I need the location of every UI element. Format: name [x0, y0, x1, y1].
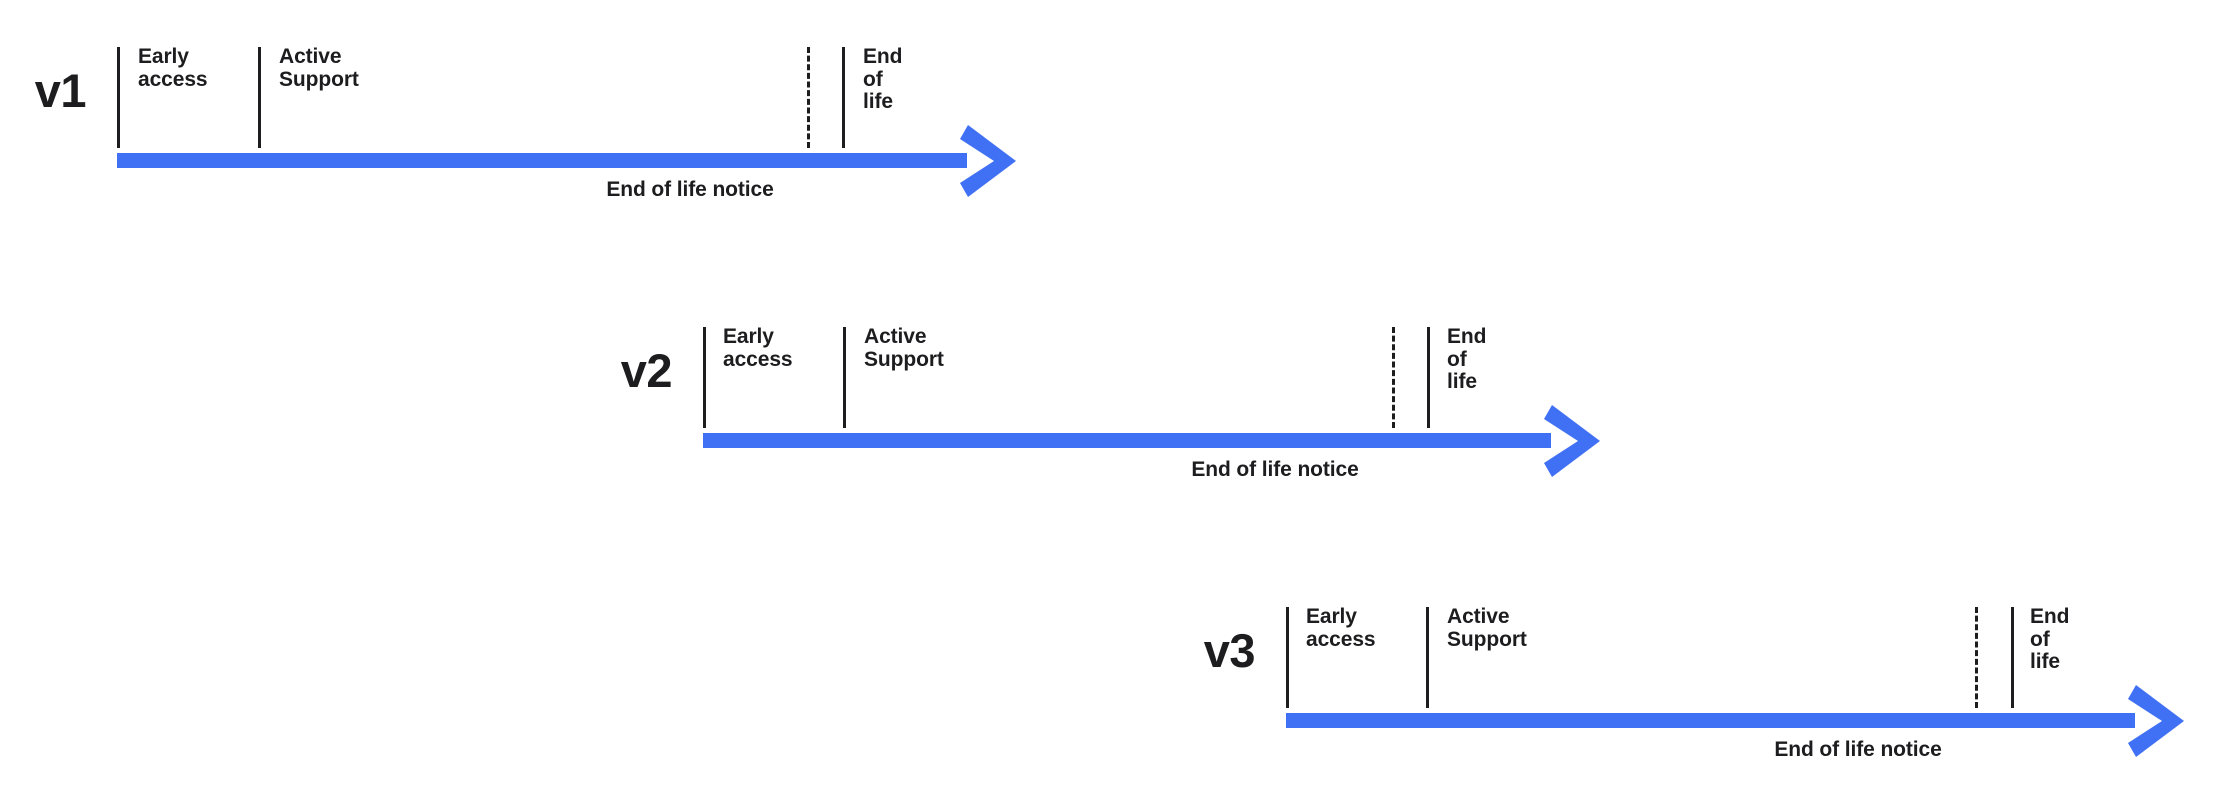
- notice-label-end-of-life-notice: End of life notice: [1774, 738, 1942, 761]
- timeline-bar: [117, 153, 967, 168]
- divider-end-of-life-start: [842, 47, 845, 148]
- phase-label-end-of-life: End of life: [1447, 325, 1487, 394]
- phase-label-early-access: Early access: [138, 45, 208, 91]
- timeline-bar: [1286, 713, 2135, 728]
- divider-early-access-start: [1286, 607, 1289, 708]
- arrowhead-icon: [2128, 684, 2184, 757]
- divider-end-of-life-notice-marker: [1975, 607, 1978, 708]
- phase-label-early-access: Early access: [1306, 605, 1376, 651]
- divider-early-access-start: [703, 327, 706, 428]
- divider-active-support-start: [258, 47, 261, 148]
- phase-label-end-of-life: End of life: [2030, 605, 2070, 674]
- version-label-v3: v3: [1203, 624, 1256, 677]
- divider-active-support-start: [1426, 607, 1429, 708]
- notice-label-end-of-life-notice: End of life notice: [1191, 458, 1359, 481]
- timeline-bar: [703, 433, 1551, 448]
- arrowhead-icon: [1544, 404, 1600, 477]
- arrowhead-icon: [960, 124, 1016, 197]
- phase-label-active-support: Active Support: [1447, 605, 1527, 651]
- divider-end-of-life-start: [1427, 327, 1430, 428]
- phase-label-end-of-life: End of life: [863, 45, 903, 114]
- divider-active-support-start: [843, 327, 846, 428]
- phase-label-active-support: Active Support: [864, 325, 944, 371]
- divider-end-of-life-notice-marker: [1392, 327, 1395, 428]
- version-label-v1: v1: [34, 64, 87, 117]
- version-label-v2: v2: [620, 344, 673, 397]
- phase-label-active-support: Active Support: [279, 45, 359, 91]
- divider-end-of-life-start: [2011, 607, 2014, 708]
- divider-early-access-start: [117, 47, 120, 148]
- phase-label-early-access: Early access: [723, 325, 793, 371]
- divider-end-of-life-notice-marker: [807, 47, 810, 148]
- notice-label-end-of-life-notice: End of life notice: [606, 178, 774, 201]
